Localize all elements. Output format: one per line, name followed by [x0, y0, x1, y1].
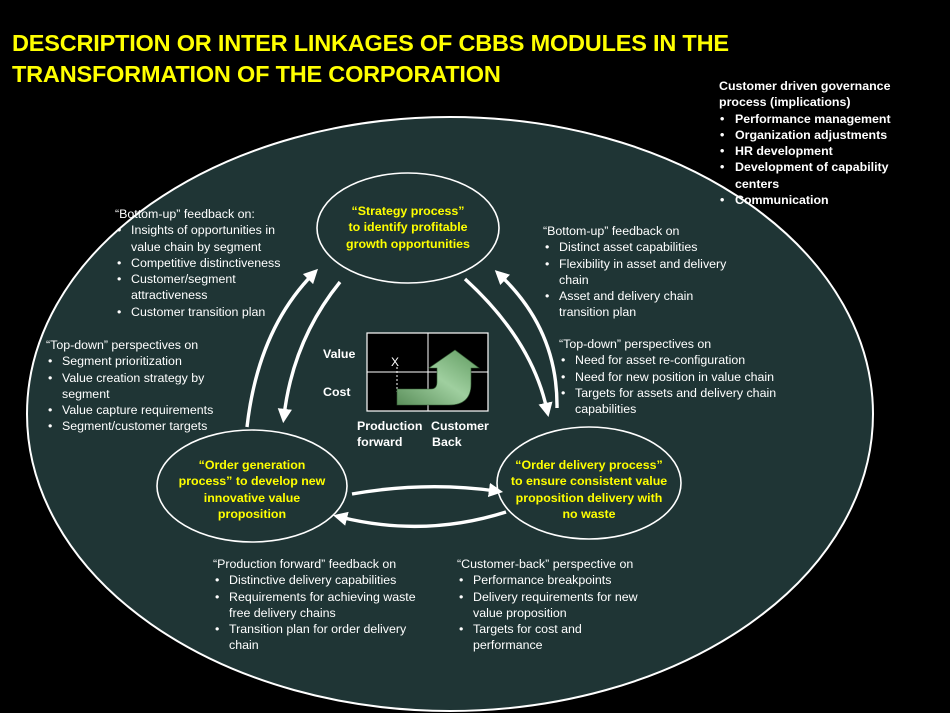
- order-generation-label: “Order generation process” to develop ne…: [152, 457, 352, 522]
- block-heading: “Top-down” perspectives on: [559, 337, 712, 351]
- block-heading: “Bottom-up” feedback on:: [115, 207, 255, 221]
- governance-item: Performance management: [719, 111, 891, 128]
- node-text-line: process” to develop new: [178, 474, 326, 489]
- governance-item: HR development: [719, 143, 891, 160]
- list-item: Performance breakpoints: [457, 572, 638, 589]
- arrow-bottom-lower-left: [333, 510, 507, 529]
- governance-heading-2: process (implications): [719, 95, 851, 110]
- list-item: Distinctive delivery capabilities: [213, 572, 416, 589]
- governance-item: Communication: [719, 192, 891, 209]
- customer-back-perspective: “Customer-back” perspective on Performan…: [457, 556, 638, 654]
- list-item: Need for asset re-configuration: [559, 352, 776, 369]
- node-text-line: proposition: [217, 506, 287, 521]
- node-text-line: no waste: [562, 506, 616, 521]
- matrix-marker-x: X: [391, 355, 399, 369]
- arrow-right-inner-down: [463, 277, 553, 417]
- block-heading: “Top-down” perspectives on: [46, 338, 199, 352]
- node-text-line: to identify profitable: [348, 220, 468, 235]
- block-heading: “Customer-back” perspective on: [457, 557, 634, 571]
- node-text-line: proposition delivery with: [515, 490, 663, 505]
- node-text-line: growth opportunities: [346, 236, 470, 251]
- matrix-cost-label: Cost: [323, 385, 351, 399]
- arrow-left-outer-up: [245, 268, 319, 428]
- page-title: DESCRIPTION OR INTER LINKAGES OF CBBS MO…: [12, 28, 842, 90]
- green-transition-arrow: [396, 349, 480, 406]
- list-item: Customer transition plan: [115, 304, 280, 321]
- order-delivery-label: “Order delivery process” to ensure consi…: [493, 457, 685, 522]
- title-line-2: TRANSFORMATION OF THE CORPORATION: [12, 61, 501, 87]
- list-item: Segment/customer targets: [46, 418, 213, 435]
- strategy-process-label: “Strategy process” to identify profitabl…: [318, 203, 498, 252]
- bottom-up-feedback-right: “Bottom-up” feedback on Distinct asset c…: [543, 223, 726, 321]
- node-text-line: to ensure consistent value: [510, 474, 668, 489]
- title-line-1: DESCRIPTION OR INTER LINKAGES OF CBBS MO…: [12, 30, 729, 56]
- production-forward-feedback: “Production forward” feedback on Distinc…: [213, 556, 416, 654]
- arrow-bottom-upper-right: [351, 482, 504, 498]
- list-item: Segment prioritization: [46, 353, 213, 370]
- strategy-process-node: [316, 172, 500, 284]
- arrow-left-inner-down: [277, 280, 342, 424]
- list-item: Targets for assets and delivery chaincap…: [559, 385, 776, 418]
- governance-implications: Customer driven governance process (impl…: [719, 78, 891, 209]
- matrix-value-label: Value: [323, 347, 356, 361]
- governance-item-text: Development of capability: [735, 160, 889, 175]
- node-text-line: “Order generation: [198, 458, 306, 472]
- matrix-customer-back-label: Customer Back: [431, 419, 489, 449]
- top-down-perspectives-right: “Top-down” perspectives on Need for asse…: [559, 336, 776, 417]
- matrix-production-forward-label: Production forward: [357, 419, 423, 449]
- governance-item-text: centers: [735, 176, 780, 191]
- governance-heading-1: Customer driven governance: [719, 79, 891, 93]
- node-text-line: innovative value: [203, 490, 301, 505]
- bottom-up-feedback-left: “Bottom-up” feedback on: Insights of opp…: [115, 206, 280, 320]
- governance-item: Organization adjustments: [719, 127, 891, 144]
- block-heading: “Bottom-up” feedback on: [543, 224, 680, 238]
- node-text-line: “Strategy process”: [351, 204, 465, 218]
- arrow-right-outer-up: [494, 270, 559, 409]
- node-text-line: “Order delivery process”: [515, 458, 663, 472]
- list-item: Competitive distinctiveness: [115, 255, 280, 272]
- list-item: Value capture requirements: [46, 402, 213, 419]
- block-heading: “Production forward” feedback on: [213, 557, 397, 571]
- top-down-perspectives-left: “Top-down” perspectives on Segment prior…: [46, 337, 213, 435]
- order-generation-node: [156, 429, 348, 543]
- list-item: Distinct asset capabilities: [543, 239, 726, 256]
- list-item: Need for new position in value chain: [559, 369, 776, 386]
